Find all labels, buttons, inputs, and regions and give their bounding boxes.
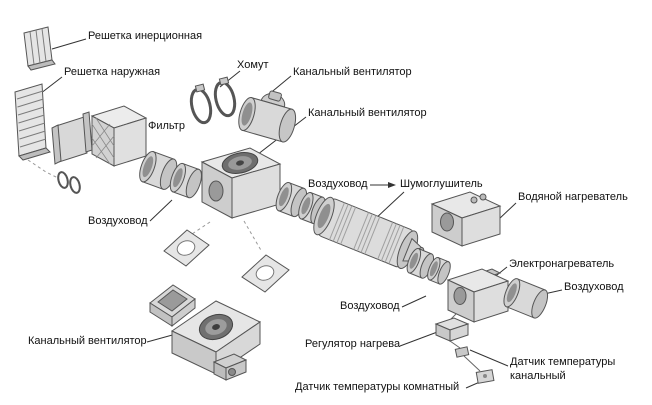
external-grille-part <box>14 83 51 161</box>
duct-fan-top-part <box>238 90 297 143</box>
label-heating-regulator: Регулятор нагрева <box>305 338 401 350</box>
label-water-heater: Водяной нагреватель <box>518 191 628 203</box>
inertial-grille-part <box>23 26 56 71</box>
small-clamp-part <box>57 171 81 194</box>
air-duct-mid-right-part <box>406 248 451 285</box>
mounting-plate-b <box>241 254 290 293</box>
label-filter: Фильтр <box>148 120 185 132</box>
assembly-guides <box>27 159 263 253</box>
water-heater-part <box>430 191 502 247</box>
arrow-head <box>388 182 396 188</box>
square-duct-part <box>149 284 196 328</box>
label-clamp: Хомут <box>237 59 269 71</box>
duct-fan-bottom-part <box>170 300 262 381</box>
label-air-duct-left: Воздуховод <box>88 215 148 227</box>
label-silencer: Шумоглушитель <box>400 178 483 190</box>
clamp-part <box>189 76 237 125</box>
label-electric-heater: Электронагреватель <box>509 258 615 270</box>
heating-regulator-part <box>434 317 470 342</box>
label-air-duct-right: Воздуховод <box>564 281 624 293</box>
label-duct-temp-sensor: Датчик температуры канальный <box>510 356 616 382</box>
duct-temp-sensor-part <box>454 346 470 358</box>
mounting-plate-a <box>163 229 210 267</box>
label-air-duct-bottom: Воздуховод <box>340 300 400 312</box>
label-external-grille: Решетка наружная <box>64 66 161 78</box>
label-room-temp-sensor: Датчик температуры комнатный <box>295 381 460 393</box>
filter-part <box>90 105 148 167</box>
label-duct-fan-top: Канальный вентилятор <box>293 66 412 78</box>
connector-duct-part <box>51 111 93 165</box>
label-air-duct-center: Воздуховод <box>308 178 368 190</box>
label-duct-fan-bottom: Канальный вентилятор <box>28 335 147 347</box>
duct-fan-middle-part <box>200 147 282 219</box>
label-inertial-grille: Решетка инерционная <box>88 30 203 42</box>
motor-box <box>212 353 248 381</box>
air-duct-left-part <box>139 150 202 199</box>
room-temp-sensor-part <box>475 369 495 384</box>
air-duct-right-part <box>503 278 549 319</box>
label-duct-fan-middle: Канальный вентилятор <box>308 107 427 119</box>
electric-heater-part <box>446 268 510 323</box>
